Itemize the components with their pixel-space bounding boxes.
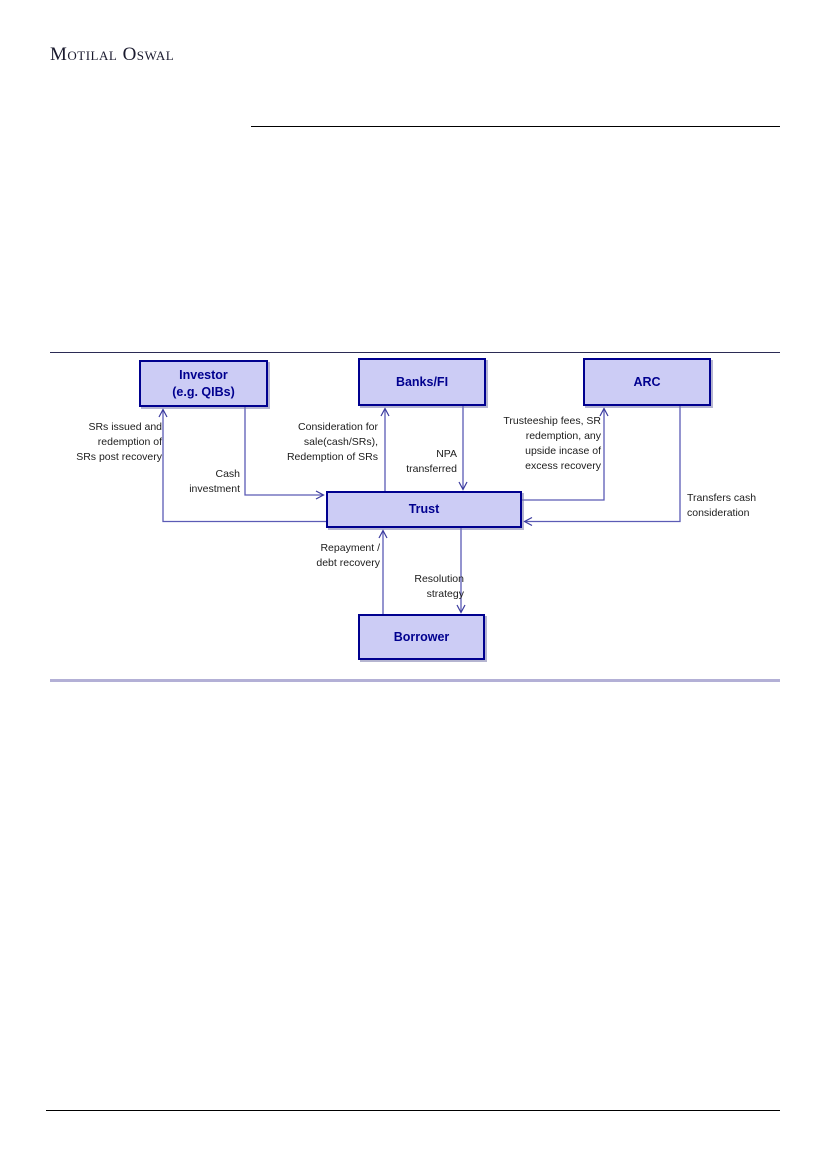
node-arc-label: ARC (633, 374, 661, 389)
edge-label-npa-transferred: NPA transferred (406, 448, 457, 475)
diagram-top-rule (50, 352, 780, 353)
node-arc[interactable]: ARC (583, 358, 711, 406)
header-rule (251, 126, 780, 127)
node-borrower[interactable]: Borrower (358, 614, 485, 660)
edge-label-transfers-cash: Transfers cash consideration (687, 492, 757, 519)
brand-logo: Motilal Oswal (50, 44, 175, 65)
node-borrower-label: Borrower (393, 629, 450, 644)
node-banks-fi[interactable]: Banks/FI (358, 358, 486, 406)
edge-label-cash-investment: Cash investment (189, 468, 240, 495)
footer-rule (46, 1110, 780, 1111)
node-banks-fi-label: Banks/FI (395, 374, 449, 389)
diagram-bottom-rule (50, 679, 780, 682)
node-trust-label: Trust (408, 502, 440, 517)
edge-label-srs-issued: SRs issued and redemption of SRs post re… (76, 421, 162, 463)
edge-label-repayment: Repayment / debt recovery (316, 542, 380, 569)
edge-label-consideration: Consideration for sale(cash/SRs), Redemp… (286, 421, 378, 463)
edge-label-trusteeship-fees: Trusteeship fees, SR redemption, any ups… (503, 415, 601, 472)
edge-label-resolution-strategy: Resolution strategy (414, 573, 464, 600)
node-trust[interactable]: Trust (326, 491, 522, 528)
node-investor-label: Investor (e.g. QIBs) (172, 367, 235, 399)
node-investor[interactable]: Investor (e.g. QIBs) (139, 360, 268, 407)
